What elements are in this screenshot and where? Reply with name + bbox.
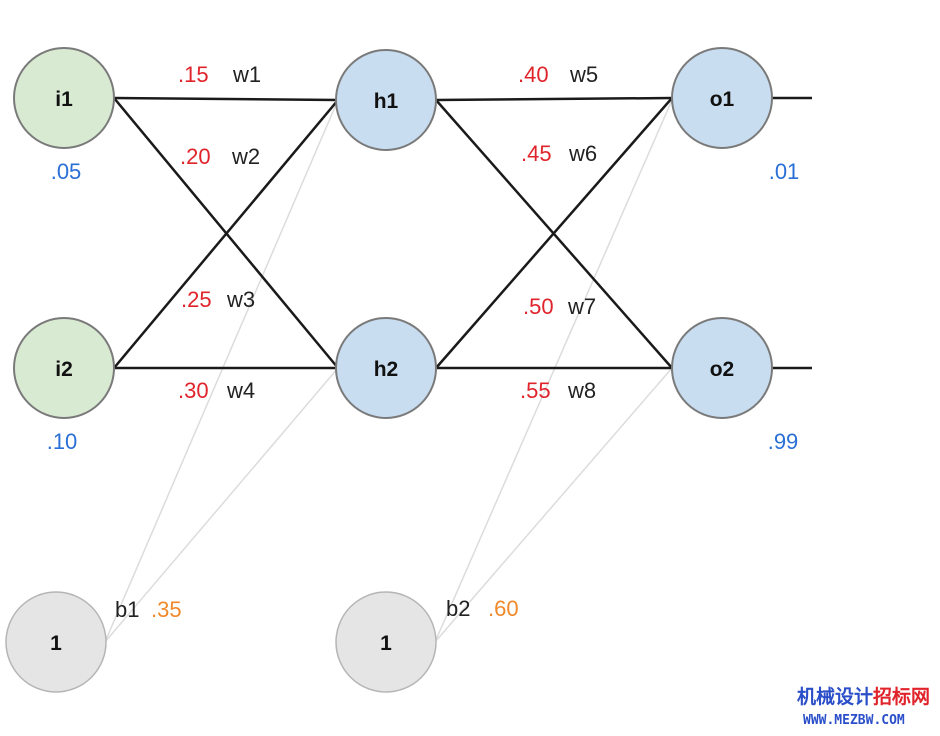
node-h2-circle bbox=[335, 317, 437, 419]
edge-h1-o1 bbox=[435, 96, 673, 102]
watermark: 机械设计招标网 WWW.MEZBW.COM bbox=[797, 685, 930, 728]
node-o2-circle bbox=[671, 317, 773, 419]
w5-name: w5 bbox=[569, 62, 598, 87]
weight-label-w5: .40 w5 bbox=[518, 62, 598, 87]
weight-label-w4: .30 w4 bbox=[178, 378, 255, 403]
w7-name: w7 bbox=[567, 294, 596, 319]
weight-label-w7: .50 w7 bbox=[523, 294, 596, 319]
node-h2: h2 bbox=[335, 317, 437, 419]
node-h2-label: h2 bbox=[374, 358, 399, 381]
node-o1-label: o1 bbox=[710, 88, 735, 111]
node-o1-circle bbox=[671, 47, 773, 149]
weight-label-w3: .25 w3 bbox=[181, 287, 255, 312]
node-o2-label: o2 bbox=[710, 358, 735, 381]
weight-connections bbox=[113, 96, 812, 370]
i2-value: .10 bbox=[47, 429, 78, 454]
w3-value: .25 bbox=[181, 287, 212, 312]
edge-b2-o2 bbox=[434, 367, 673, 643]
w1-value: .15 bbox=[178, 62, 209, 87]
w4-value: .30 bbox=[178, 378, 209, 403]
i1-value: .05 bbox=[51, 159, 82, 184]
w5-value: .40 bbox=[518, 62, 549, 87]
b1-value: .35 bbox=[151, 597, 182, 622]
node-b1: 1 bbox=[5, 591, 107, 693]
weight-label-w1: .15 w1 bbox=[178, 62, 261, 87]
node-h1: h1 bbox=[335, 49, 437, 151]
b2-value: .60 bbox=[488, 596, 519, 621]
edge-b1-h1 bbox=[104, 99, 339, 643]
watermark-title: 机械设计招标网 bbox=[797, 685, 930, 708]
watermark-url: WWW.MEZBW.COM bbox=[803, 713, 905, 728]
node-i2-circle bbox=[13, 317, 115, 419]
edge-b1-h2 bbox=[104, 367, 339, 643]
node-h1-circle bbox=[335, 49, 437, 151]
bias-connections bbox=[104, 99, 673, 643]
node-b2-circle bbox=[335, 591, 437, 693]
w8-value: .55 bbox=[520, 378, 551, 403]
weight-label-w8: .55 w8 bbox=[520, 378, 596, 403]
bias-label-b2: b2 .60 bbox=[446, 596, 519, 621]
node-i2-label: i2 bbox=[55, 358, 73, 381]
node-o1: o1 bbox=[671, 47, 773, 149]
node-i1-label: i1 bbox=[55, 88, 73, 111]
w3-name: w3 bbox=[226, 287, 255, 312]
node-i1-circle bbox=[13, 47, 115, 149]
node-h1-label: h1 bbox=[374, 90, 399, 113]
edge-h2-o1 bbox=[435, 97, 673, 369]
w6-name: w6 bbox=[568, 141, 597, 166]
node-b1-circle bbox=[5, 591, 107, 693]
o1-value: .01 bbox=[769, 159, 800, 184]
edge-b2-o1 bbox=[434, 99, 673, 643]
weight-label-w2: .20 w2 bbox=[180, 144, 260, 169]
node-b2-label: 1 bbox=[380, 632, 392, 655]
w2-value: .20 bbox=[180, 144, 211, 169]
edge-i2-h1 bbox=[113, 99, 339, 369]
weight-label-w6: .45 w6 bbox=[521, 141, 597, 166]
w2-name: w2 bbox=[231, 144, 260, 169]
watermark-part1: 机械设计 bbox=[797, 685, 873, 708]
w6-value: .45 bbox=[521, 141, 552, 166]
watermark-part2: 招标网 bbox=[873, 685, 930, 708]
bias-label-b1: b1 .35 bbox=[115, 597, 182, 622]
o2-value: .99 bbox=[768, 429, 799, 454]
b2-name: b2 bbox=[446, 596, 470, 621]
b1-name: b1 bbox=[115, 597, 139, 622]
node-o2: o2 bbox=[671, 317, 773, 419]
w1-name: w1 bbox=[232, 62, 261, 87]
node-b2: 1 bbox=[335, 591, 437, 693]
node-b1-label: 1 bbox=[50, 632, 62, 655]
w4-name: w4 bbox=[226, 378, 255, 403]
w7-value: .50 bbox=[523, 294, 554, 319]
edge-i1-h1 bbox=[113, 96, 339, 102]
node-i1: i1 bbox=[13, 47, 115, 149]
w8-name: w8 bbox=[567, 378, 596, 403]
node-i2: i2 bbox=[13, 317, 115, 419]
